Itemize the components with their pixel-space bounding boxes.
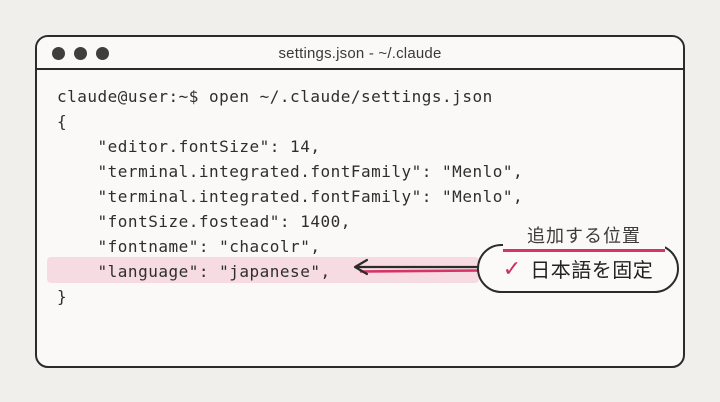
code-line-fontsize-fostead: "fontSize.fostead": 1400, xyxy=(57,212,351,231)
window-control-dot-1[interactable] xyxy=(52,47,65,60)
code-line-language: "language": "japanese", xyxy=(57,262,331,281)
code-line-close-brace: } xyxy=(57,287,68,306)
code-line-terminal-fontfamily-1: "terminal.integrated.fontFamily": "Menlo… xyxy=(57,162,524,181)
window-control-dot-2[interactable] xyxy=(74,47,87,60)
callout-label: 追加する位置 xyxy=(503,220,665,252)
terminal-window: settings.json - ~/.claude claude@user:~$… xyxy=(35,35,685,368)
title-bar: settings.json - ~/.claude xyxy=(37,37,683,70)
callout-text: 日本語を固定 xyxy=(530,260,654,282)
code-line-fontname: "fontname": "chacolr", xyxy=(57,237,321,256)
check-icon: ✓ xyxy=(502,256,522,282)
arrow-left-icon xyxy=(353,258,481,276)
code-line-terminal-fontfamily-2: "terminal.integrated.fontFamily": "Menlo… xyxy=(57,187,524,206)
window-controls xyxy=(52,37,109,70)
terminal-content: claude@user:~$ open ~/.claude/settings.j… xyxy=(57,84,523,309)
terminal-prompt-line: claude@user:~$ open ~/.claude/settings.j… xyxy=(57,87,493,106)
code-line-open-brace: { xyxy=(57,112,68,131)
code-line-editor-fontsize: "editor.fontSize": 14, xyxy=(57,137,321,156)
window-title: settings.json - ~/.claude xyxy=(278,45,442,62)
window-control-dot-3[interactable] xyxy=(96,47,109,60)
